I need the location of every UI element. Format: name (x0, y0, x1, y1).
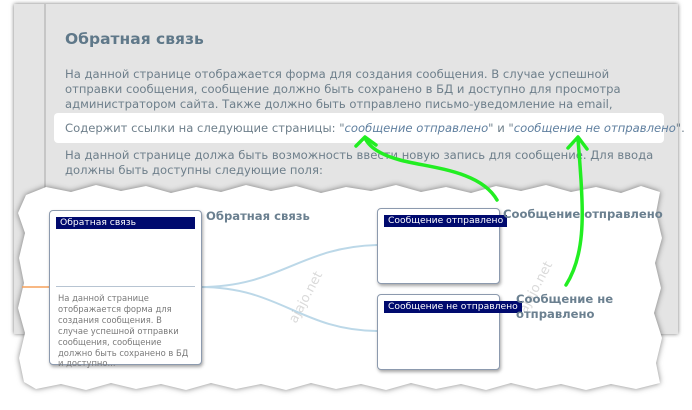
node-label-message-not-sent: Сообщение не отправлено (516, 292, 614, 321)
links-suffix: ". (675, 121, 685, 135)
links-middle: " и " (488, 121, 514, 135)
links-line: Содержит ссылки на следующие страницы: "… (65, 121, 685, 135)
arrow-to-link-not-sent (564, 138, 584, 287)
arrow-head-not-sent-icon (566, 135, 589, 151)
link-message-not-sent[interactable]: сообщение не отправлено (513, 121, 676, 135)
page-node-feedback[interactable]: Обратная связь На данной странице отобра… (49, 210, 202, 368)
node-header: Сообщение не отправлено (384, 301, 522, 313)
node-description: На данной странице отображается форма дл… (58, 293, 189, 369)
page-title: Обратная связь (65, 30, 204, 48)
node-label-feedback: Обратная связь (206, 209, 310, 223)
connector-to-not-sent (199, 286, 378, 332)
page-node-message-sent[interactable]: Сообщение отправлено (377, 208, 508, 284)
node-divider (56, 286, 195, 287)
connector-to-sent (199, 244, 378, 288)
fields-paragraph: На данной странице должа быть возможност… (65, 148, 654, 177)
page-node-message-not-sent[interactable]: Сообщение не отправлено (377, 294, 522, 370)
links-prefix: Содержит ссылки на следующие страницы: " (65, 121, 345, 135)
document-margin-line (44, 4, 46, 334)
link-message-sent[interactable]: сообщение отправлено (344, 121, 489, 135)
arrow-head-sent-icon (354, 135, 378, 148)
node-header: Обратная связь (56, 217, 195, 229)
links-highlight-box (54, 113, 664, 143)
arrow-to-link-sent (364, 138, 499, 202)
node-header: Сообщение отправлено (384, 215, 508, 227)
